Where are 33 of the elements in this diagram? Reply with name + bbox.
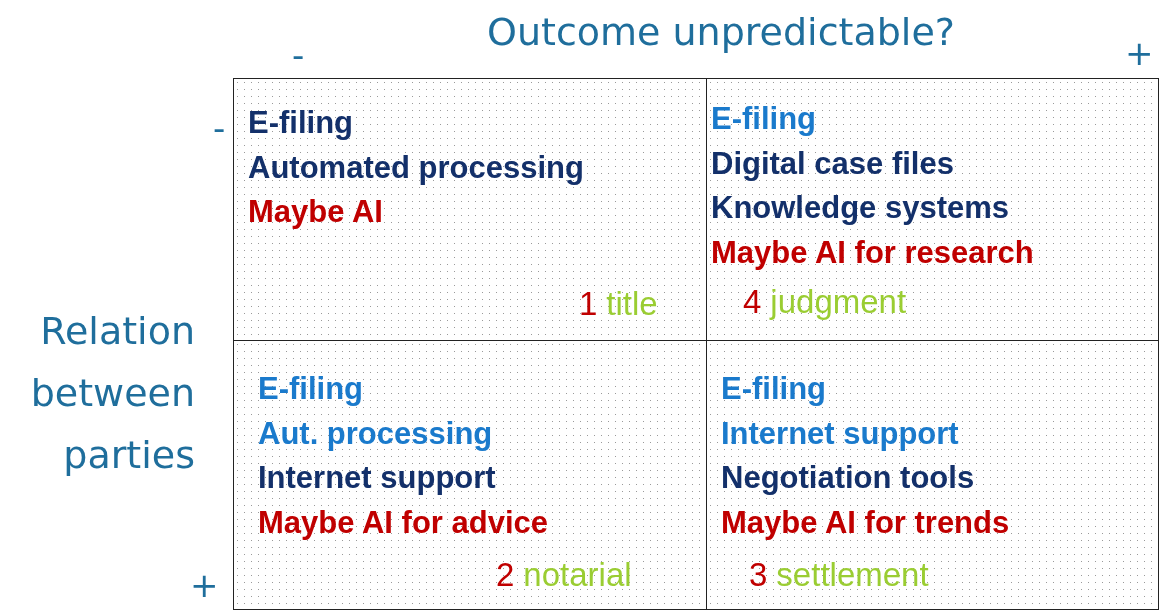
list-item: Maybe AI for advice bbox=[258, 506, 548, 538]
list-item: E-filing bbox=[248, 107, 354, 138]
axis-sign: - bbox=[292, 35, 305, 75]
list-item: Aut. processing bbox=[258, 417, 493, 449]
matrix-quadrant bbox=[706, 78, 1159, 341]
list-item: Internet support bbox=[721, 417, 959, 449]
axis-title: Outcome unpredictable? bbox=[487, 10, 955, 54]
quadrant-number: 2 bbox=[496, 558, 515, 591]
quadrant-label: title bbox=[606, 287, 658, 320]
axis-title: Relation between parties bbox=[29, 308, 195, 479]
quadrant-number: 4 bbox=[743, 285, 762, 318]
matrix-quadrant bbox=[706, 340, 1159, 610]
quadrant-label: settlement bbox=[776, 558, 929, 591]
list-item: Knowledge systems bbox=[711, 192, 1010, 223]
list-item: Internet support bbox=[258, 462, 496, 493]
matrix-quadrant bbox=[233, 78, 707, 341]
list-item: E-filing bbox=[711, 103, 817, 134]
list-item: E-filing bbox=[258, 373, 364, 404]
axis-sign: + bbox=[1125, 33, 1154, 73]
list-item: Maybe AI for trends bbox=[721, 506, 1010, 538]
matrix-quadrant bbox=[233, 340, 707, 610]
list-item: Automated processing bbox=[248, 151, 584, 183]
quadrant-number: 3 bbox=[749, 558, 768, 591]
list-item: Digital case files bbox=[711, 147, 954, 179]
quadrant-label: notarial bbox=[523, 558, 632, 591]
quadrant-number: 1 bbox=[579, 287, 598, 320]
list-item: Negotiation tools bbox=[721, 462, 975, 493]
list-item: Maybe AI for research bbox=[711, 236, 1034, 268]
axis-sign: - bbox=[213, 108, 226, 148]
list-item: E-filing bbox=[721, 373, 827, 404]
list-item: Maybe AI bbox=[248, 196, 383, 227]
quadrant-label: judgment bbox=[770, 285, 907, 318]
axis-sign: + bbox=[190, 565, 219, 605]
